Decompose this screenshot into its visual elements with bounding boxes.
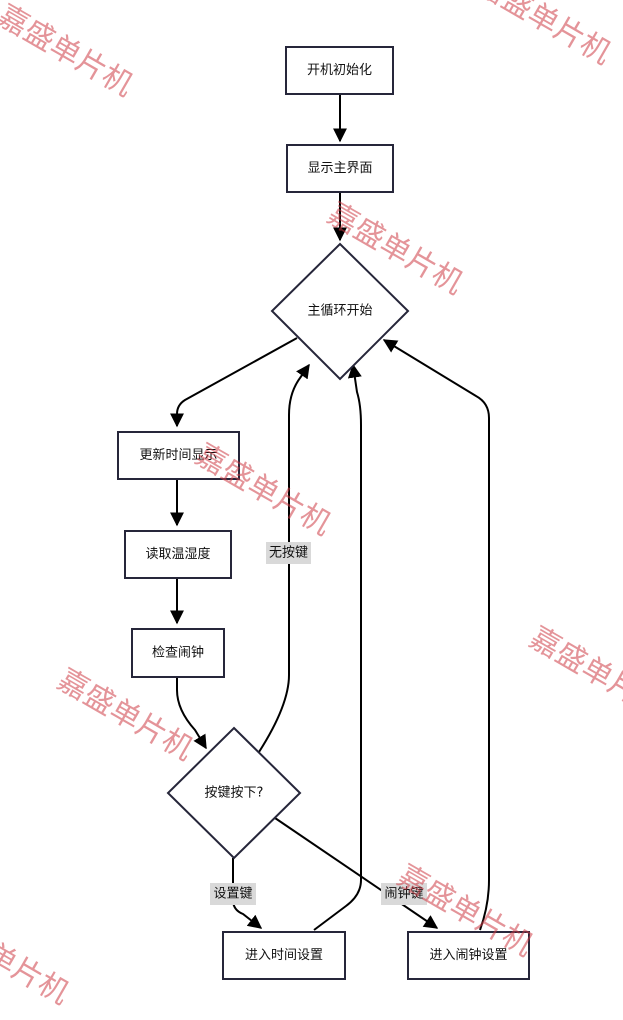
edge-time-setting-to-loop-start (313, 363, 362, 931)
node-show-main: 显示主界面 (286, 144, 394, 193)
edge-label-alarm-key: 闹钟键 (381, 883, 427, 905)
node-update-time: 更新时间显示 (117, 431, 240, 480)
edge-loop-start-to-update-time (170, 337, 298, 428)
edge-label-set-key: 设置键 (210, 883, 256, 905)
node-read-temp: 读取温湿度 (124, 530, 232, 579)
node-enter-alarm-setting-label: 进入闹钟设置 (429, 947, 507, 963)
node-loop-start: 主循环开始 (270, 242, 410, 381)
node-enter-time-setting-label: 进入时间设置 (245, 948, 323, 963)
edge-key-pressed-to-loop-start-no-key (258, 363, 310, 753)
node-loop-start-label: 主循环开始 (307, 304, 372, 319)
edge-label-set-key-text: 设置键 (213, 887, 252, 902)
node-key-pressed: 按键按下? (166, 726, 302, 860)
edge-check-alarm-to-key-pressed (176, 678, 207, 750)
node-start-label: 开机初始化 (307, 63, 372, 78)
node-start: 开机初始化 (285, 46, 394, 95)
node-show-main-label: 显示主界面 (307, 161, 372, 176)
node-key-pressed-label: 按键按下? (205, 786, 264, 801)
edge-key-pressed-to-alarm-setting (274, 817, 439, 929)
edge-alarm-setting-to-loop-start (382, 339, 490, 931)
node-enter-time-setting: 进入时间设置 (222, 931, 346, 980)
node-check-alarm-label: 检查闹钟 (152, 645, 204, 661)
edge-label-no-key: 无按键 (266, 542, 311, 564)
edge-label-alarm-key-text: 闹钟键 (384, 886, 423, 902)
node-check-alarm: 检查闹钟 (131, 628, 225, 678)
node-read-temp-label: 读取温湿度 (145, 546, 210, 562)
node-enter-alarm-setting: 进入闹钟设置 (407, 931, 530, 980)
edge-label-no-key-text: 无按键 (269, 546, 308, 561)
node-update-time-label: 更新时间显示 (139, 447, 217, 463)
